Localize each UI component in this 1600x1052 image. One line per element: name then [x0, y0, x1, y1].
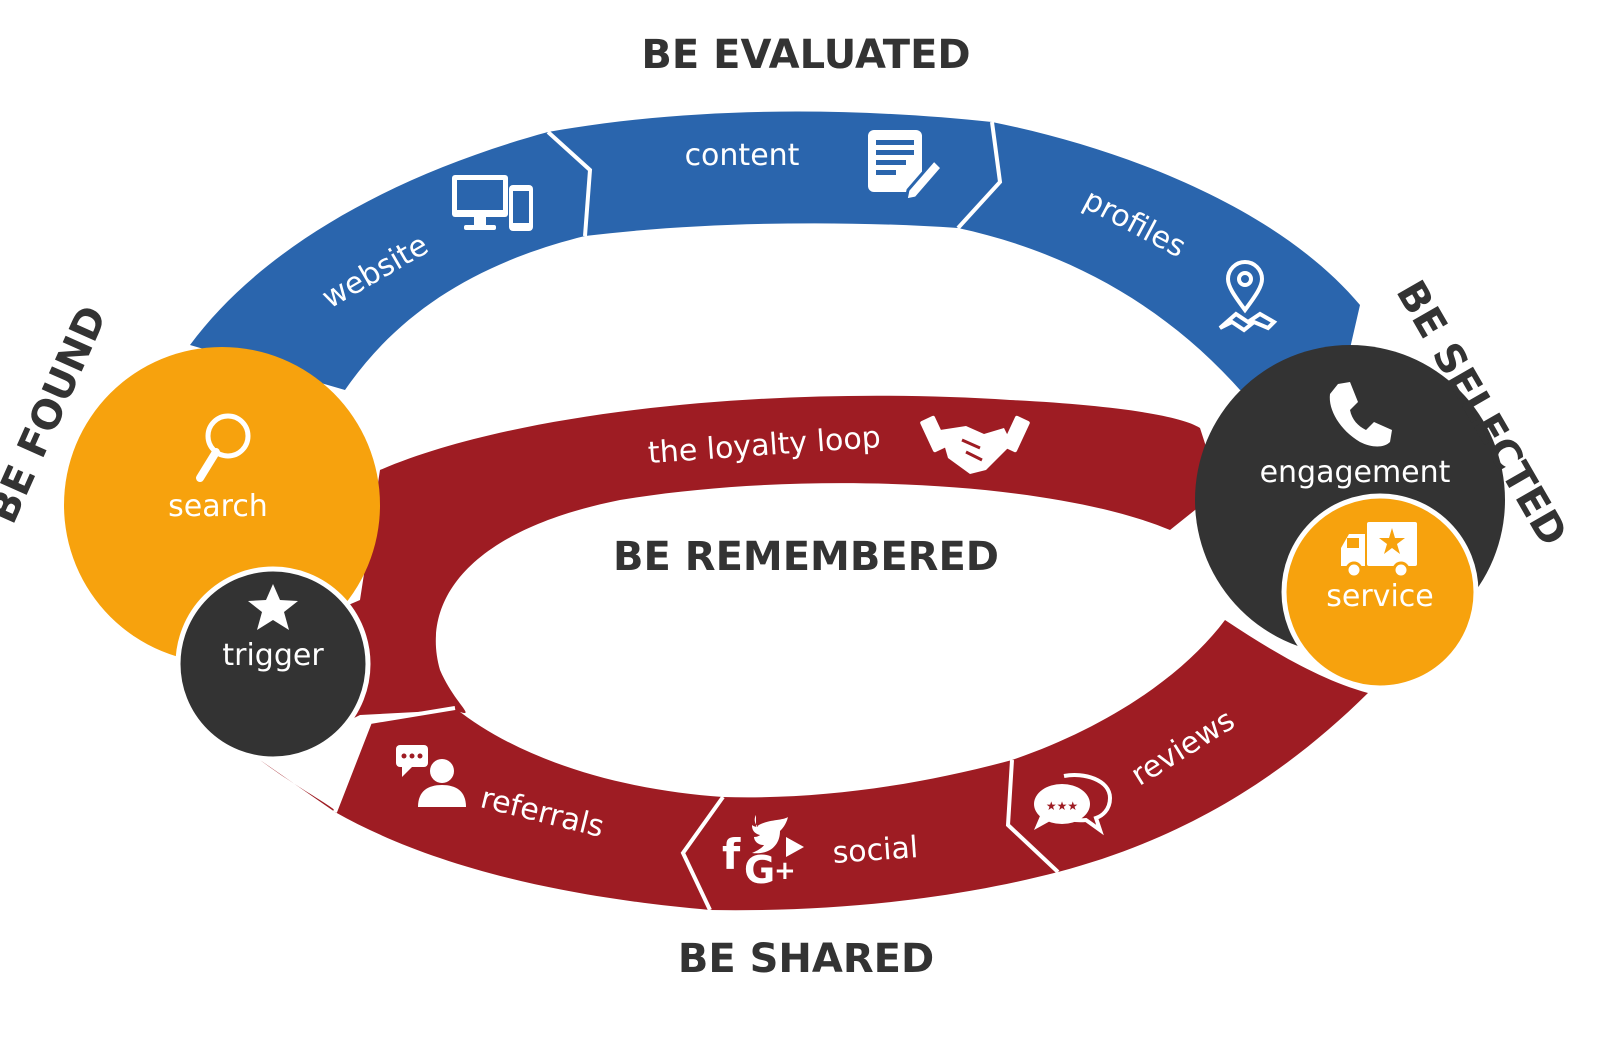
svg-text:★★★: ★★★ — [1046, 799, 1078, 813]
document-edit-icon — [868, 130, 945, 202]
review-bubbles-icon: ★★★ — [1034, 773, 1113, 836]
heading-center: BE REMEMBERED — [613, 534, 999, 580]
magnifier-icon — [196, 413, 251, 482]
social-media-icon: f G + — [722, 815, 804, 892]
delivery-truck-icon — [1341, 522, 1417, 579]
loyalty-loop-dividers — [333, 706, 1060, 911]
service-node[interactable] — [1281, 493, 1479, 691]
heading-bottom: BE SHARED — [678, 936, 934, 982]
engagement-label: engagement — [1260, 455, 1451, 490]
segment-social[interactable] — [683, 760, 1058, 911]
svg-text:+: + — [774, 856, 796, 886]
svg-text:G: G — [744, 848, 775, 892]
social-label: social — [831, 830, 919, 871]
handshake-icon — [920, 415, 1030, 474]
person-chat-icon — [396, 745, 466, 807]
search-label: search — [168, 489, 268, 524]
loyalty-loop-band[interactable] — [220, 395, 1220, 760]
phone-icon — [1329, 382, 1392, 447]
segment-referrals[interactable] — [260, 708, 723, 910]
segment-profiles[interactable] — [958, 122, 1360, 392]
loyalty-loop — [220, 395, 1368, 911]
heading-top: BE EVALUATED — [641, 32, 970, 78]
desktop-mobile-icon — [452, 175, 533, 231]
trigger-label: trigger — [222, 638, 324, 673]
blue-arc-dividers — [546, 121, 1003, 237]
segment-reviews[interactable] — [1008, 620, 1368, 872]
star-icon — [248, 584, 298, 630]
svg-text:f: f — [722, 830, 741, 879]
service-label: service — [1326, 579, 1433, 614]
content-label: content — [685, 138, 800, 173]
map-pin-icon — [1218, 260, 1278, 333]
trigger-node[interactable] — [175, 566, 371, 762]
